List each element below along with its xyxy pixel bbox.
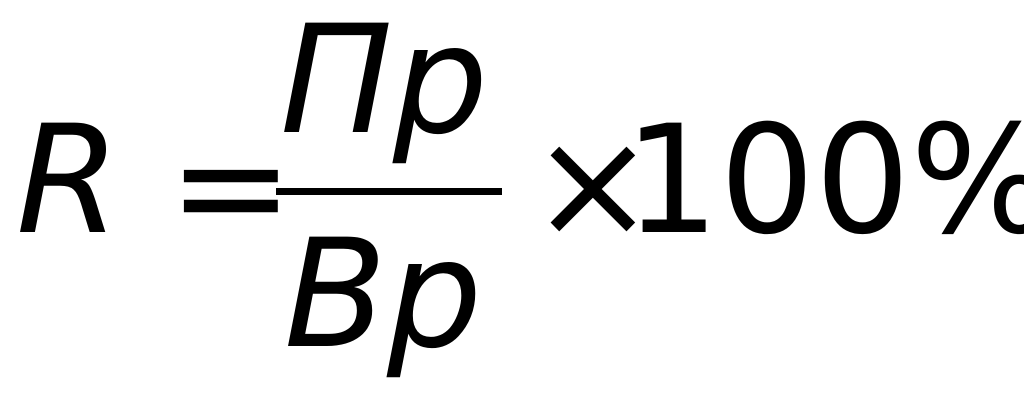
formula-variable-r: R: [16, 94, 121, 268]
equals-sign: =: [168, 100, 294, 274]
fraction-denominator: Вр: [284, 208, 483, 382]
percentage-factor: 100%: [624, 94, 1024, 268]
fraction-numerator: Пр: [280, 0, 489, 168]
multiply-sign: ×: [530, 98, 656, 272]
fraction-bar: [276, 188, 502, 195]
